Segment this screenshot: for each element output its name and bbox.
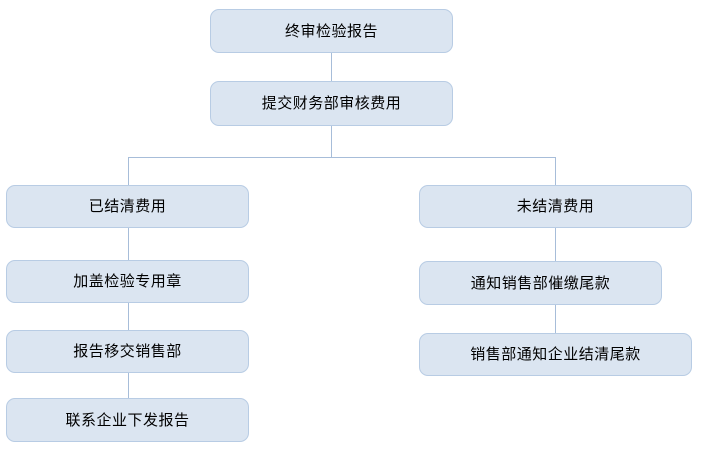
connector-n1-n2 [331,53,332,81]
connector-n7-n9 [128,373,129,398]
connector-split-left [128,157,129,185]
connector-split-bar [128,157,556,158]
node-transfer-report-to-sales[interactable]: 报告移交销售部 [6,330,249,373]
node-fee-settled[interactable]: 已结清费用 [6,185,249,228]
connector-n5-n7 [128,303,129,330]
node-affix-inspection-seal[interactable]: 加盖检验专用章 [6,260,249,303]
connector-n3-n5 [128,228,129,260]
connector-n6-n8 [555,305,556,333]
node-final-inspection-report[interactable]: 终审检验报告 [210,9,453,53]
connector-split-right [555,157,556,185]
node-fee-unsettled[interactable]: 未结清费用 [419,185,692,228]
connector-n2-split [331,126,332,157]
node-notify-sales-collect-balance[interactable]: 通知销售部催缴尾款 [419,261,662,305]
node-sales-notify-company-settle[interactable]: 销售部通知企业结清尾款 [419,333,692,376]
node-submit-finance-review-fee[interactable]: 提交财务部审核费用 [210,81,453,126]
node-contact-company-issue-report[interactable]: 联系企业下发报告 [6,398,249,442]
connector-n4-n6 [555,228,556,261]
